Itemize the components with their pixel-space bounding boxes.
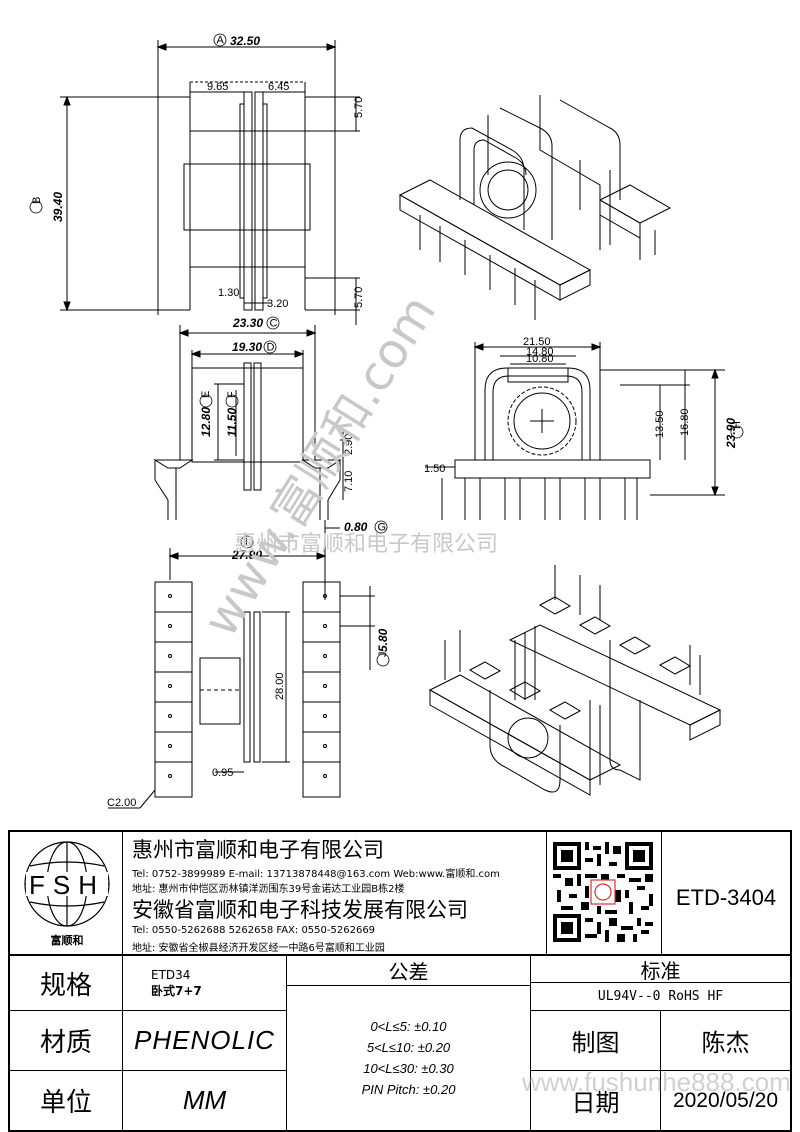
dim-b-value: 39.40 (51, 192, 65, 222)
company2-address: 地址: 安徽省全椒县经济开发区经一中路6号富顺和工业园 (132, 943, 385, 954)
dim-710: 7.10 (343, 471, 355, 492)
tolerance-label: 公差 (388, 960, 429, 984)
dim-a-marker (213, 33, 227, 47)
dim-j-value: 5.80 (376, 628, 390, 652)
company2-name: 安徽省富顺和电子科技发展有限公司 (132, 898, 468, 922)
isometric-view-top (398, 95, 672, 320)
logo-caption: 富顺和 (50, 934, 84, 947)
dim-1680: 16.80 (679, 408, 691, 436)
dim-e-value: 12.80 (199, 407, 213, 437)
tolerance-item: 0<L≤5: ±0.10 (370, 1019, 447, 1034)
tolerance-item: 10<L≤30: ±0.30 (363, 1061, 454, 1076)
unit-value: MM (182, 1085, 227, 1115)
dim-645: 6.45 (268, 81, 289, 93)
standard-label: 标准 (640, 958, 681, 983)
spec-value: ETD34 卧式7+7 (123, 956, 286, 1010)
part-number: ETD-3404 (675, 885, 777, 910)
material-label: 材质 (39, 1028, 92, 1058)
dim-a-label: A (217, 35, 225, 47)
standard-value: UL94V--0 RoHS HF (597, 989, 724, 1004)
tolerance-item: 5<L≤10: ±0.20 (366, 1040, 451, 1055)
dim-e-label: E (200, 391, 212, 398)
dim-1350: 13.50 (654, 410, 666, 438)
dim-d-label: D (267, 342, 275, 354)
spec-line1: ETD34 (151, 967, 191, 982)
dim-290: 2.90 (343, 434, 355, 455)
dim-e-marker (199, 394, 213, 408)
dim-f-marker (225, 394, 239, 408)
dim-h-label: H (731, 421, 743, 429)
dim-1080: 10.80 (526, 353, 554, 365)
spec-line2: 卧式7+7 (151, 983, 202, 998)
dim-j-marker (376, 653, 390, 667)
company1-name: 惠州市富顺和电子有限公司 (132, 838, 384, 862)
dim-b-marker (29, 200, 43, 214)
dim-g-marker (374, 520, 388, 534)
dim-i-marker (240, 535, 254, 549)
engineering-drawing: A 32.50 9.65 6.45 5.70 5.70 1.30 3.20 B … (29, 33, 744, 809)
watermark-company: 惠州市富顺和电子有限公司 (234, 532, 498, 557)
date-label: 日期 (571, 1089, 620, 1117)
dim-c-label: C (270, 318, 278, 330)
fsh-logo: FSH 富顺和 (20, 838, 114, 948)
company1-address: 地址: 惠州市仲恺区沥林镇洋沥围东39号金诺达工业园B栋2楼 (132, 884, 405, 895)
dim-c-marker (266, 316, 280, 330)
dim-130: 1.30 (218, 287, 239, 299)
side-view (425, 342, 725, 520)
drawn-by-label: 制图 (571, 1029, 620, 1057)
dim-095: 0.95 (212, 767, 233, 779)
dim-h-marker (730, 425, 744, 439)
watermark-diagonal: www.富顺和.com (193, 286, 447, 647)
company1-contact: Tel: 0752-3899989 E-mail: 13713878448@16… (132, 869, 500, 880)
tolerance-list: 0<L≤5: ±0.10 5<L≤10: ±0.20 10<L≤30: ±0.3… (287, 986, 530, 1130)
dim-b-label: B (31, 197, 43, 204)
dim-2150: 21.50 (523, 336, 551, 348)
top-view (60, 40, 360, 325)
dim-g-value: 0.80 (344, 520, 368, 534)
dim-g-label: G (378, 522, 387, 534)
globe-icon (24, 841, 110, 927)
dim-150: 1.50 (424, 463, 445, 475)
dim-i-value: 27.90 (231, 548, 262, 562)
company2-contact: Tel: 0550-5262688 5262658 FAX: 0550-5262… (132, 925, 376, 936)
qr-code (553, 842, 653, 942)
dim-f-label: F (226, 391, 238, 398)
tolerance-item: PIN Pitch: ±0.20 (361, 1082, 456, 1097)
dim-965: 9.65 (207, 81, 228, 93)
dim-1480: 14.80 (526, 346, 554, 358)
dim-2800: 28.00 (274, 672, 286, 700)
material-value: PHENOLIC (134, 1025, 275, 1055)
dim-f-value: 11.50 (225, 408, 239, 437)
dim-c-value: 23.30 (232, 316, 263, 330)
dim-d-marker (263, 340, 277, 354)
dim-d-value: 19.30 (232, 340, 262, 354)
logo-letters: FSH (29, 870, 105, 900)
spec-label: 规格 (39, 970, 92, 1001)
dim-570-top: 5.70 (353, 97, 365, 118)
drawn-by-value: 陈杰 (701, 1029, 750, 1057)
dim-320: 3.20 (267, 298, 288, 310)
dim-c200: C2.00 (107, 797, 136, 809)
title-block: FSH 富顺和 惠州市富顺和电子有限公司 Tel: 0752-3899989 E… (0, 830, 800, 1132)
front-view (153, 325, 345, 520)
bottom-view (108, 520, 375, 809)
date-value: 2020/05/20 (672, 1088, 779, 1112)
dim-i-label: I (245, 537, 248, 549)
watermark-site: www.fushunhe888.com (522, 1067, 791, 1097)
dim-a-value: 32.50 (230, 34, 260, 48)
dim-j-label: J (377, 652, 389, 658)
dim-570-bottom: 5.70 (353, 287, 365, 308)
isometric-view-bottom (428, 565, 722, 796)
unit-label: 单位 (39, 1088, 92, 1118)
